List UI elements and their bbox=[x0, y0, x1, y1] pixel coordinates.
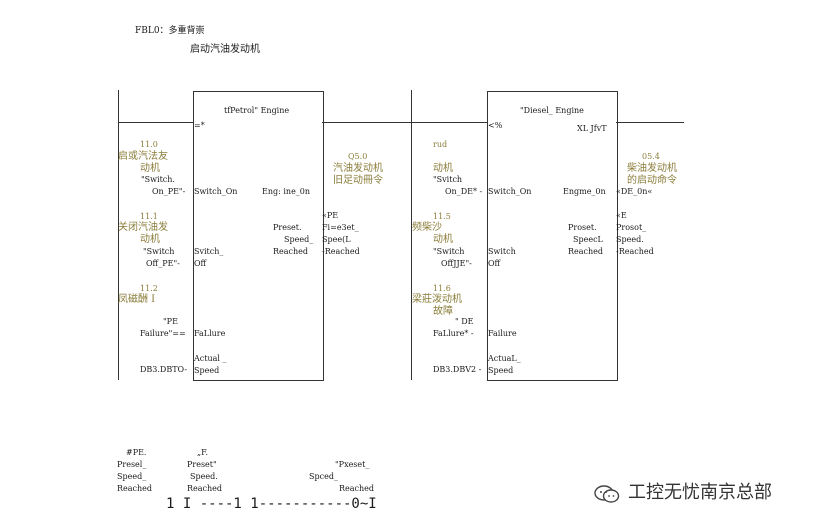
petrol-out-sig-d: -Reached bbox=[322, 247, 360, 256]
wechat-icon bbox=[594, 485, 620, 503]
bottom-c3: Spced_ bbox=[309, 472, 338, 481]
diesel-desc-3a: 梁莊泼动机 bbox=[412, 294, 462, 305]
diesel-pin-failure: Failure bbox=[488, 329, 517, 338]
diesel-signal-1a: "Svitch bbox=[433, 175, 463, 184]
petrol-pin-switch-on: Switch_On bbox=[194, 187, 238, 196]
petrol-desc-2b: 动机 bbox=[140, 234, 160, 245]
diesel-desc-2b: 动机 bbox=[433, 234, 453, 245]
diesel-rung bbox=[411, 122, 487, 123]
petrol-signal-4: DB3.DBTO- bbox=[140, 365, 188, 374]
diesel-block-title: "Diesel_ Engine bbox=[520, 106, 584, 115]
bottom-c1-d: Reached bbox=[117, 484, 153, 493]
petrol-corner: =* bbox=[194, 121, 205, 130]
diesel-signal-1b: On_DE* - bbox=[445, 187, 483, 196]
bottom-c1-b: Presel_ bbox=[117, 460, 147, 469]
diesel-pin-switch-off-b: Off bbox=[488, 259, 501, 268]
petrol-addr-i11: 11.1 bbox=[140, 212, 158, 221]
petrol-pin-failure: FaLlure bbox=[194, 329, 226, 338]
diesel-pin-preset-a: Proset. bbox=[568, 223, 597, 232]
bottom-c2-a: „F. bbox=[197, 448, 208, 457]
diesel-corner-2: XL JfvT bbox=[577, 124, 607, 133]
diesel-desc-3b: 故障 bbox=[433, 306, 453, 317]
diesel-addr-i15: 11.5 bbox=[433, 212, 451, 221]
petrol-block-title: tfPetrol" Engine bbox=[224, 106, 290, 115]
petrol-pin-actual-b: Speed bbox=[194, 366, 220, 375]
petrol-addr-i12: 11.2 bbox=[140, 284, 158, 293]
diesel-signal-4: DB3.DBV2 - bbox=[433, 365, 482, 374]
diesel-pin-actual-b: Speed bbox=[488, 366, 514, 375]
petrol-pin-engine-on: Eng: ine_0n bbox=[262, 187, 311, 196]
petrol-rung bbox=[118, 122, 193, 123]
petrol-out-desc-a: 汽油发动机 bbox=[333, 163, 383, 174]
diesel-addr-1: rud bbox=[433, 140, 448, 149]
diesel-out-addr: 05.4 bbox=[642, 152, 660, 161]
petrol-desc-2a: 关闭汽油发 bbox=[118, 222, 168, 233]
diesel-out-sig-a: «E bbox=[616, 211, 627, 220]
bottom-c2-b: Preset" bbox=[187, 460, 217, 469]
diesel-corner: <% bbox=[488, 121, 503, 130]
petrol-pin-preset-a: Preset. bbox=[273, 223, 302, 232]
petrol-desc-1a: 启或汽法友 bbox=[118, 151, 168, 162]
diesel-out-sig-d: -Reached bbox=[616, 247, 654, 256]
diesel-pin-engine-on: Engme_0n bbox=[563, 187, 606, 196]
petrol-addr-i10: 11.0 bbox=[140, 140, 158, 149]
petrol-rung-out bbox=[322, 122, 412, 123]
header-title: FBL0：多重背崇 bbox=[135, 26, 205, 36]
diesel-out-sig-b: Prosot_ bbox=[616, 223, 647, 232]
petrol-pin-actual-a: Actual _ bbox=[194, 354, 227, 363]
diesel-pin-preset-b: SpeecL bbox=[573, 235, 603, 244]
bottom-c4-a: "Pxeset_ bbox=[335, 460, 370, 469]
petrol-desc-1b: 动机 bbox=[140, 163, 160, 174]
diesel-pin-switch-on: Switch_On bbox=[488, 187, 532, 196]
petrol-signal-3a: "PE bbox=[163, 317, 178, 326]
bottom-c1-a: #PE. bbox=[126, 448, 147, 457]
diesel-out-desc-b: 的启动命令 bbox=[627, 175, 677, 186]
diesel-engine-block[interactable] bbox=[487, 91, 618, 381]
petrol-desc-3: 凤磁酬 I bbox=[118, 294, 156, 305]
petrol-signal-1a: "Switch. bbox=[141, 175, 175, 184]
diesel-out-signal-1: «DE_0n« bbox=[616, 187, 653, 196]
power-rail-left bbox=[118, 90, 119, 380]
bottom-c1-c: Speed_ bbox=[117, 472, 147, 481]
petrol-signal-2b: Off_PE"- bbox=[146, 259, 180, 268]
petrol-out-sig-a: «PE bbox=[322, 211, 339, 220]
petrol-signal-1b: On_PE"- bbox=[152, 187, 186, 196]
diesel-pin-actual-a: ActuaL_ bbox=[488, 354, 521, 363]
diesel-signal-2a: "Switch bbox=[433, 247, 465, 256]
petrol-out-sig-c: Spee(L bbox=[322, 235, 351, 244]
petrol-pin-preset-b: Speed_ bbox=[284, 235, 314, 244]
petrol-engine-block[interactable] bbox=[193, 91, 324, 381]
diesel-pin-preset-c: Reached bbox=[568, 247, 604, 256]
bottom-c4-b: Reached bbox=[339, 484, 375, 493]
diesel-out-sig-c: Speed. bbox=[616, 235, 644, 244]
bottom-c2-d: Reached bbox=[187, 484, 223, 493]
petrol-out-desc-b: 旧足动冊令 bbox=[333, 175, 383, 186]
petrol-signal-3b: Failure"== bbox=[140, 329, 186, 338]
diesel-pin-switch-off-a: Switch bbox=[488, 247, 516, 256]
diesel-desc-1: 动机 bbox=[433, 163, 453, 174]
diesel-desc-2a: 频柴沙 bbox=[412, 222, 442, 233]
petrol-out-addr-q50: Q5.0 bbox=[348, 152, 368, 161]
bottom-rung-contacts: 1 I ----1 1-----------0~I bbox=[166, 496, 377, 512]
diesel-rung-out bbox=[616, 122, 684, 123]
petrol-signal-2a: "Switch bbox=[143, 247, 175, 256]
watermark-text: 工控无忧南京总部 bbox=[628, 482, 772, 503]
petrol-pin-switch-off-b: Off bbox=[194, 259, 207, 268]
petrol-pin-preset-c: Reached bbox=[273, 247, 309, 256]
diesel-signal-3a: " DE bbox=[455, 317, 474, 326]
petrol-out-sig-b: Fi=e3et_ bbox=[322, 223, 359, 232]
diesel-out-desc-a: 柴油发动机 bbox=[627, 163, 677, 174]
diesel-addr-i16: 11.6 bbox=[433, 284, 451, 293]
power-rail-middle bbox=[411, 90, 412, 380]
diesel-signal-3b: FaLlure* - bbox=[433, 329, 474, 338]
header-subtitle: 启动汽油发动机 bbox=[190, 44, 260, 55]
bottom-c2-c: Speed. bbox=[190, 472, 218, 481]
petrol-pin-switch-off-a: Svitch_ bbox=[194, 247, 224, 256]
diesel-signal-2b: OffJJE"- bbox=[441, 259, 472, 268]
